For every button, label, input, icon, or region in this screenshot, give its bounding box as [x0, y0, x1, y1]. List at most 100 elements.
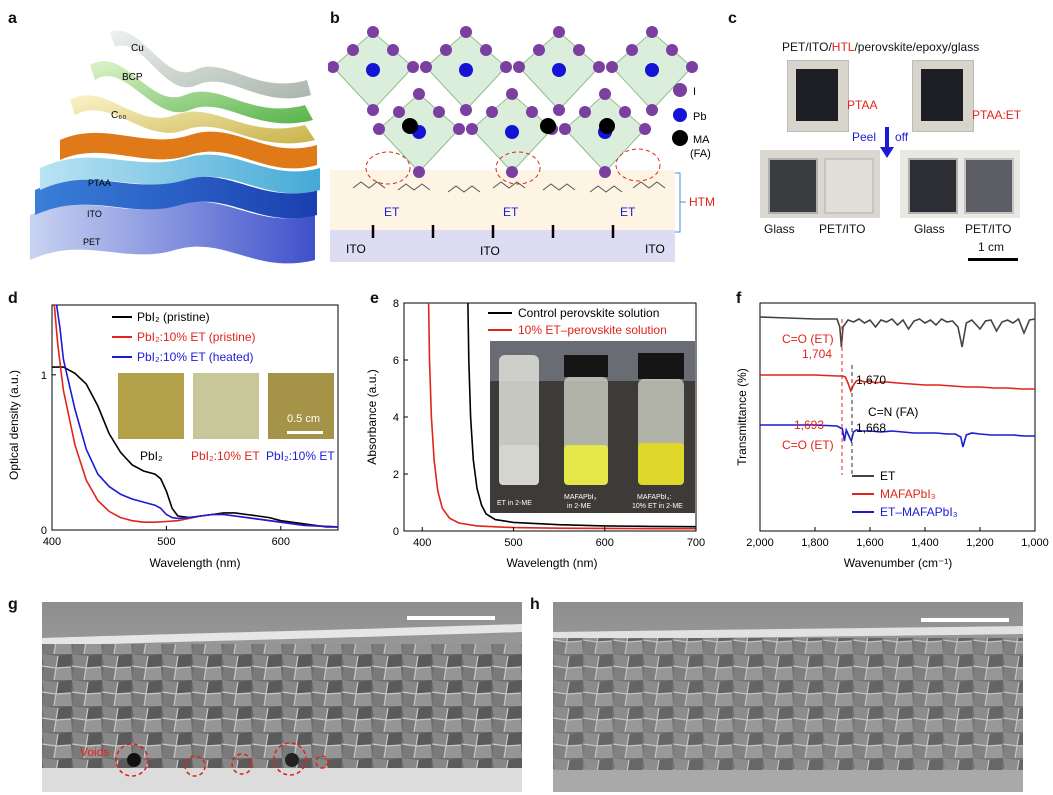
legend-entry: PbI₂:10% ET (pristine) [137, 330, 255, 344]
i-atom [513, 61, 525, 73]
label-ptaa: PTAA [847, 98, 878, 112]
legend-entry: PbI₂ (pristine) [137, 310, 210, 324]
ito-label: ITO [645, 242, 665, 256]
series-line [427, 302, 696, 530]
i-atom [500, 61, 512, 73]
legend-entry: Control perovskite solution [518, 306, 659, 320]
vial-label: ET in 2-ME [497, 500, 532, 507]
i-atom [466, 123, 478, 135]
legend-entry: ET–MAFAPbI₃ [880, 505, 958, 519]
i-atom [328, 61, 339, 73]
i-atom [593, 61, 605, 73]
i-atom [407, 61, 419, 73]
i-atom [506, 166, 518, 178]
panel-label-d: d [8, 290, 18, 307]
i-atom [413, 88, 425, 100]
scale-bar [287, 431, 323, 434]
annotation-1693: 1,693 [794, 418, 824, 432]
panel-c-peel-test: PET/ITO/HTL/perovskite/epoxy/glass PTAA … [740, 30, 1050, 280]
legend-entry: PbI₂:10% ET (heated) [137, 350, 254, 364]
panel-h-sem-image [553, 602, 1023, 792]
series-line [760, 374, 1035, 394]
peel-arrow-icon [880, 127, 894, 158]
x-tick-label: 1,600 [856, 537, 884, 549]
panel-label-b: b [330, 10, 340, 27]
photo-label: PbI₂:10% ET [266, 449, 335, 463]
y-axis-label: Absorbance (a.u.) [365, 369, 379, 464]
i-atom [553, 104, 565, 116]
i-atom [666, 44, 678, 56]
vial-label: MAFAPbI₃: [637, 494, 671, 501]
i-atom [433, 106, 445, 118]
htm-molecule [447, 185, 481, 193]
x-axis-label: Wavelength (nm) [507, 556, 598, 570]
label-glass: Glass [764, 222, 795, 236]
scale-bar [407, 616, 495, 620]
x-tick-label: 1,200 [966, 537, 994, 549]
vial-label: in 2-ME [567, 503, 591, 510]
et-label: ET [620, 205, 636, 219]
htm-molecule [589, 185, 623, 193]
y-tick-label: 8 [393, 298, 399, 310]
scale-bar-label: 1 cm [978, 240, 1005, 254]
i-atom [387, 44, 399, 56]
i-atom [533, 44, 545, 56]
panel-a-device-stack: Cu BCP C₆₀ PTAA ITO PET [30, 30, 320, 264]
legend-pb-label: Pb [693, 111, 706, 123]
x-tick-label: 600 [272, 536, 290, 548]
i-atom [619, 106, 631, 118]
i-atom [480, 44, 492, 56]
x-tick-label: 400 [43, 536, 61, 548]
i-atom [460, 104, 472, 116]
legend-i-label: I [693, 86, 696, 98]
pb-atom [645, 63, 659, 77]
i-atom [486, 106, 498, 118]
scale-bar-label: 0.5 cm [287, 413, 320, 425]
annotation-cn-fa: C=N (FA) [868, 405, 918, 419]
layer-label-pet: PET [83, 237, 101, 247]
photo-label: PbI₂:10% ET [191, 449, 260, 463]
interaction-marker [495, 151, 541, 185]
x-tick-label: 1,400 [911, 537, 939, 549]
i-atom [393, 106, 405, 118]
x-axis-label: Wavenumber (cm⁻¹) [844, 556, 953, 570]
ito-label: ITO [346, 242, 366, 256]
i-atom [626, 44, 638, 56]
htm-layer-band [330, 170, 675, 230]
legend-pb-swatch [673, 108, 687, 122]
photo-pbi2-et-heated-film [268, 373, 334, 439]
panel-g-sem-image: Voids [42, 602, 522, 792]
interaction-marker [365, 151, 411, 185]
void [127, 753, 141, 767]
series-line [759, 316, 1036, 348]
label-ptaa-et: PTAA:ET [972, 108, 1022, 122]
i-atom [347, 44, 359, 56]
x-tick-label: 1,000 [1021, 537, 1049, 549]
photo-pbi2-film [118, 373, 184, 439]
panel-label-f: f [736, 290, 742, 307]
layer-label-c60: C₆₀ [111, 110, 126, 121]
legend-entry: ET [880, 469, 896, 483]
photo-ptaa-device [787, 60, 849, 132]
annotation-1668: 1,668 [856, 421, 886, 435]
i-atom [526, 106, 538, 118]
i-atom [373, 123, 385, 135]
htm-molecule [397, 183, 431, 191]
htm-molecule [352, 181, 386, 189]
series-line [55, 304, 339, 528]
y-axis-label: Optical density (a.u.) [7, 370, 21, 480]
y-tick-label: 1 [41, 370, 47, 382]
i-atom [686, 61, 698, 73]
ito-label: ITO [480, 244, 500, 258]
x-tick-label: 400 [413, 537, 431, 549]
label-pet-ito: PET/ITO [819, 222, 866, 236]
i-atom [646, 26, 658, 38]
layer-label-cu: Cu [131, 43, 144, 54]
pb-atom [505, 125, 519, 139]
label-glass: Glass [914, 222, 945, 236]
htm-bracket [675, 172, 681, 233]
et-label: ET [384, 205, 400, 219]
y-tick-label: 4 [393, 412, 399, 424]
